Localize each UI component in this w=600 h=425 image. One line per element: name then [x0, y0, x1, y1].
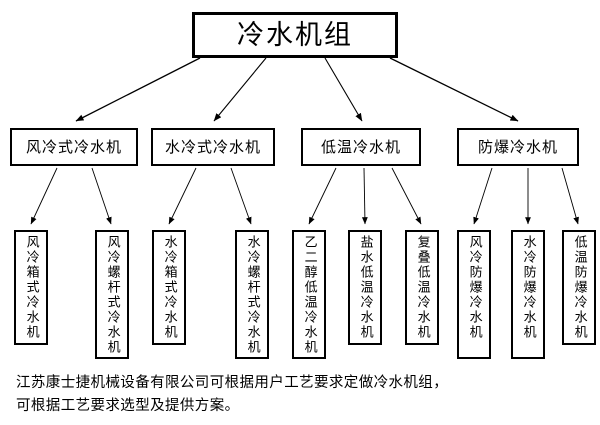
- leaf-water-cooled-box-chiller-label: 水冷箱式冷水机: [161, 235, 177, 340]
- leaf-low-temperature-explosion-proof-chiller[interactable]: 低温防爆冷水机: [562, 230, 596, 345]
- connector-water-cooled-to-screw: [230, 167, 252, 225]
- leaf-water-cooled-box-chiller[interactable]: 水冷箱式冷水机: [152, 230, 186, 345]
- node-low-temperature-chiller[interactable]: 低温冷水机: [301, 128, 421, 166]
- connector-root-to-water-cooled: [213, 57, 267, 122]
- connectors-level2-to-leaves: [30, 167, 579, 225]
- connector-root-to-low-temperature: [324, 57, 363, 122]
- node-low-temperature-chiller-label: 低温冷水机: [320, 137, 401, 156]
- caption-text: 江苏康士捷机械设备有限公司可根据用户工艺要求定做冷水机组， 可根据工艺要求选型及…: [16, 372, 588, 419]
- connector-root-to-explosion-proof: [389, 57, 519, 122]
- node-air-cooled-chiller[interactable]: 风冷式冷水机: [10, 128, 138, 166]
- connector-low-temp-to-brine: [361, 167, 368, 225]
- leaf-brine-low-temperature-chiller-label: 盐水低温冷水机: [357, 235, 373, 340]
- root-node-label: 冷水机组: [237, 19, 353, 51]
- leaf-low-temperature-explosion-proof-chiller-label: 低温防爆冷水机: [571, 235, 587, 340]
- connector-low-temp-to-glycol: [308, 167, 337, 225]
- leaf-air-cooled-screw-chiller[interactable]: 风冷螺杆式冷水机: [95, 230, 129, 359]
- leaf-glycol-low-temperature-chiller-label: 乙二醇低温冷水机: [301, 235, 317, 355]
- node-air-cooled-chiller-label: 风冷式冷水机: [25, 137, 122, 156]
- leaf-cascade-low-temperature-chiller[interactable]: 复叠低温冷水机: [405, 230, 439, 345]
- connector-air-cooled-to-box: [30, 167, 58, 225]
- node-explosion-proof-chiller[interactable]: 防爆冷水机: [457, 128, 579, 166]
- node-water-cooled-chiller-label: 水冷式冷水机: [164, 137, 261, 156]
- leaf-water-cooled-explosion-proof-chiller-label: 水冷防爆冷水机: [520, 235, 536, 340]
- leaf-water-cooled-explosion-proof-chiller[interactable]: 水冷防爆冷水机: [511, 230, 545, 359]
- caption-line-1: 江苏康士捷机械设备有限公司可根据用户工艺要求定做冷水机组，: [16, 375, 449, 391]
- root-node-chiller-unit[interactable]: 冷水机组: [192, 12, 398, 58]
- leaf-air-cooled-box-chiller[interactable]: 风冷箱式冷水机: [14, 230, 48, 345]
- leaf-glycol-low-temperature-chiller[interactable]: 乙二醇低温冷水机: [292, 230, 326, 359]
- leaf-water-cooled-screw-chiller[interactable]: 水冷螺杆式冷水机: [235, 230, 269, 359]
- connector-explosion-proof-to-air-cooled: [473, 167, 493, 225]
- leaf-cascade-low-temperature-chiller-label: 复叠低温冷水机: [414, 235, 430, 340]
- leaf-air-cooled-box-chiller-label: 风冷箱式冷水机: [23, 235, 39, 340]
- leaf-air-cooled-explosion-proof-chiller-label: 风冷防爆冷水机: [466, 235, 482, 340]
- leaf-air-cooled-screw-chiller-label: 风冷螺杆式冷水机: [104, 235, 120, 355]
- connector-root-to-air-cooled: [75, 57, 201, 122]
- leaf-brine-low-temperature-chiller[interactable]: 盐水低温冷水机: [348, 230, 382, 345]
- connector-explosion-proof-to-low-temp: [561, 167, 579, 225]
- connector-air-cooled-to-screw: [91, 167, 112, 225]
- connector-water-cooled-to-box: [168, 167, 197, 225]
- connector-low-temp-to-cascade: [391, 167, 422, 225]
- leaf-air-cooled-explosion-proof-chiller[interactable]: 风冷防爆冷水机: [457, 230, 491, 359]
- caption-line-2: 可根据工艺要求选型及提供方案。: [16, 398, 240, 415]
- node-explosion-proof-chiller-label: 防爆冷水机: [477, 137, 558, 156]
- leaf-water-cooled-screw-chiller-label: 水冷螺杆式冷水机: [244, 235, 260, 355]
- connectors-root-to-level2: [75, 57, 519, 122]
- node-water-cooled-chiller[interactable]: 水冷式冷水机: [151, 128, 275, 166]
